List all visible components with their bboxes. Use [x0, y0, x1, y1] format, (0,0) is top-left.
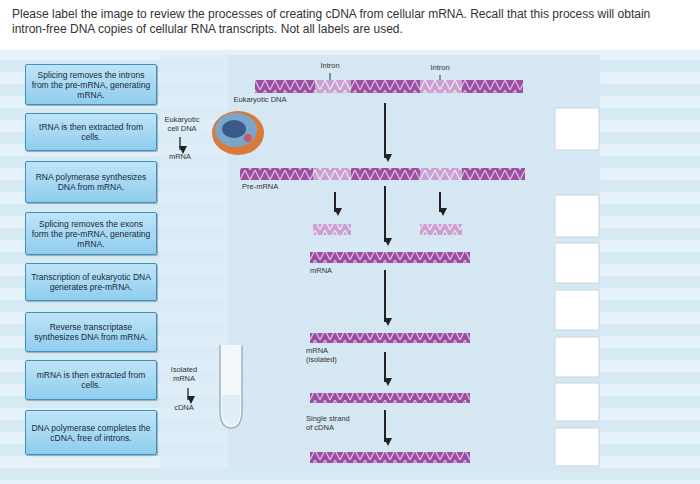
label-text: Reverse transcriptase synthesizes DNA fr… [26, 320, 156, 344]
label-text: Splicing removes the introns from the pr… [26, 68, 156, 102]
diagram-label: Isolated mRNA [164, 366, 204, 383]
diagram-label: mRNA [164, 153, 196, 162]
diagram-label: Eukaryotic DNA [230, 96, 290, 105]
label-box: RNA polymerase synthesizes DNA from mRNA… [25, 161, 157, 203]
diagram-label: mRNA (isolated) [306, 347, 346, 364]
label-box: tRNA is then extracted from cells. [25, 113, 157, 151]
label-box: DNA polymerase completes the cDNA, free … [25, 410, 157, 455]
label-text: mRNA is then extracted from cells. [26, 368, 156, 392]
diagram-label: Single strand of cDNA [306, 415, 354, 432]
label-text: Splicing removes the exons form the pre-… [26, 217, 156, 251]
label-text: RNA polymerase synthesizes DNA from mRNA… [26, 170, 156, 194]
diagram-label: cDNA [168, 404, 200, 413]
label-text: Transcription of eukaryotic DNA generate… [26, 270, 156, 294]
diagram-label: Intron [422, 64, 458, 73]
diagram-label: Eukaryotic cell DNA [162, 116, 202, 133]
label-box: Transcription of eukaryotic DNA generate… [25, 263, 157, 301]
label-text: DNA polymerase completes the cDNA, free … [26, 421, 156, 445]
label-text: tRNA is then extracted from cells. [26, 120, 156, 144]
label-box: mRNA is then extracted from cells. [25, 360, 157, 400]
diagram-label: Pre-mRNA [242, 183, 282, 192]
label-box: Reverse transcriptase synthesizes DNA fr… [25, 312, 157, 352]
label-box: Splicing removes the exons form the pre-… [25, 212, 157, 255]
label-box: Splicing removes the introns from the pr… [25, 64, 157, 105]
instruction-title: Please label the image to review the pro… [12, 7, 682, 37]
diagram-label: mRNA [310, 267, 340, 276]
diagram-label: Intron [312, 62, 348, 71]
